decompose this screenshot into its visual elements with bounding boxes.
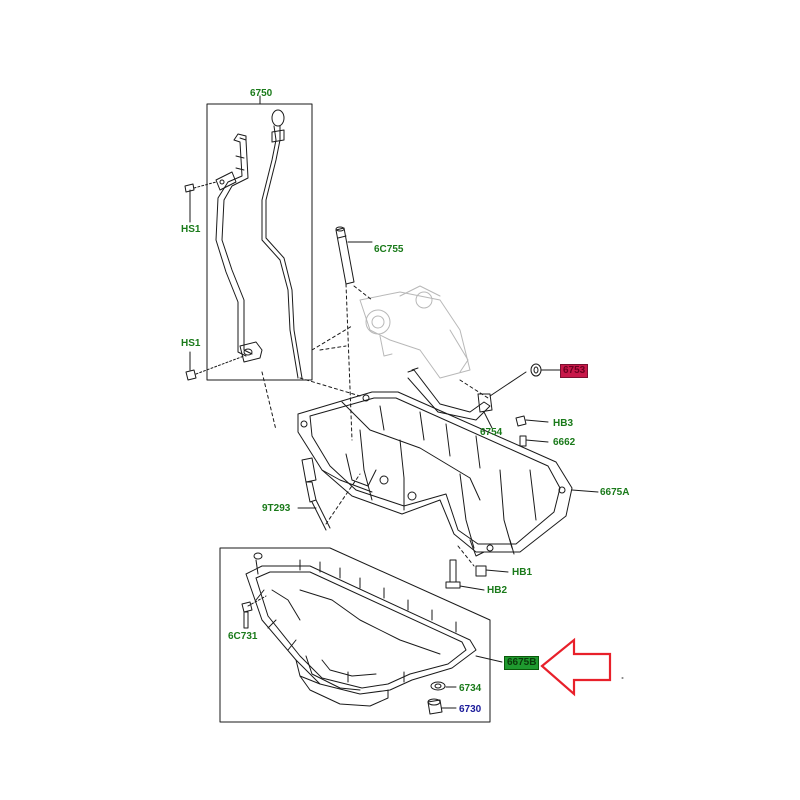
hb1-bolt — [475, 565, 509, 577]
label-9t293[interactable]: 9T293 — [262, 503, 291, 514]
hs1-bolt-bottom — [185, 351, 245, 381]
label-6675b[interactable]: 6675B — [504, 656, 540, 670]
label-hb1[interactable]: HB1 — [512, 567, 533, 578]
lower-oil-pan-6675b — [245, 552, 503, 707]
oil-pump — [359, 285, 471, 379]
label-6750[interactable]: 6750 — [250, 88, 273, 99]
assembly-leaders — [261, 283, 489, 567]
drain-plug-6730 — [427, 698, 457, 715]
hb3-bolt — [515, 415, 549, 427]
dowel-6662 — [519, 435, 549, 447]
label-6730[interactable]: 6730 — [459, 704, 482, 715]
tube-6c755 — [335, 226, 373, 285]
label-6675a[interactable]: 6675A — [600, 487, 630, 498]
pickup-pipe-6754 — [407, 367, 527, 429]
hb2-bolt — [445, 559, 485, 591]
label-6734[interactable]: 6734 — [459, 683, 482, 694]
label-hb3[interactable]: HB3 — [553, 418, 574, 429]
bolt-6c731 — [241, 595, 267, 629]
sensor-9t293 — [297, 457, 331, 531]
dipstick — [261, 109, 303, 379]
label-6c755[interactable]: 6C755 — [374, 244, 404, 255]
label-hs1-bottom[interactable]: HS1 — [181, 338, 201, 349]
lower-pan-group-box — [219, 547, 491, 723]
label-6754[interactable]: 6754 — [480, 427, 503, 438]
red-outline-arrow-left-icon — [540, 637, 612, 697]
upper-oil-pan-6675a — [297, 391, 599, 557]
dipstick-group-box — [206, 95, 313, 381]
hs1-bolt-top — [184, 181, 217, 223]
label-hs1-top[interactable]: HS1 — [181, 224, 201, 235]
washer-6734 — [430, 681, 457, 691]
label-6753[interactable]: 6753 — [560, 364, 589, 378]
dipstick-tube — [215, 133, 263, 363]
o-ring-6753 — [530, 363, 561, 377]
label-6c731[interactable]: 6C731 — [228, 631, 258, 642]
label-hb2[interactable]: HB2 — [487, 585, 508, 596]
label-6662[interactable]: 6662 — [553, 437, 576, 448]
